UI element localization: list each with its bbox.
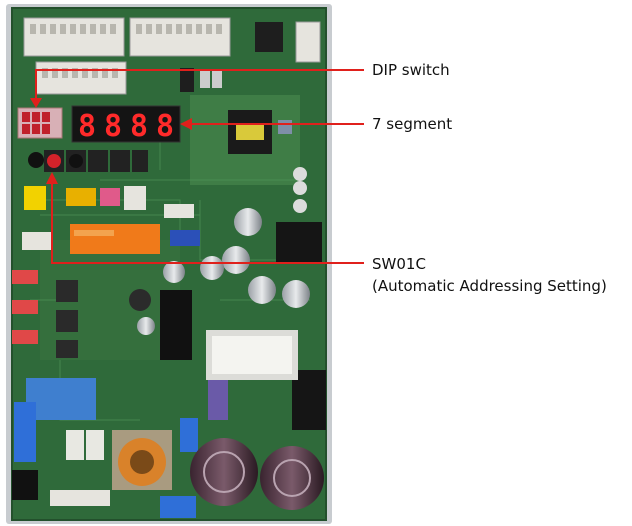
sw01c-callout-line	[51, 182, 364, 264]
segment-digit-4: 8	[156, 109, 174, 144]
mid-connector	[35, 61, 127, 95]
segment-digit-1: 8	[78, 109, 96, 144]
top-connector-1	[23, 17, 125, 57]
blue-relay	[26, 378, 96, 420]
dip-switch-label: DIP switch	[372, 61, 450, 79]
inductor	[112, 430, 172, 490]
pin-header	[255, 22, 283, 52]
top-connector-2	[129, 17, 231, 57]
large-capacitors	[190, 438, 324, 510]
segment-digit-2: 8	[104, 109, 122, 144]
push-buttons	[28, 150, 148, 172]
callout-lines	[30, 69, 364, 264]
segment-digit-3: 8	[130, 109, 148, 144]
dip-switch-callout-line	[35, 69, 364, 100]
sw01c-button	[47, 154, 61, 168]
seven-segment-display: 8 8 8 8	[71, 105, 181, 144]
sw01c-description: (Automatic Addressing Setting)	[372, 277, 607, 295]
sw01c-label: SW01C	[372, 255, 426, 273]
orange-relay	[70, 224, 160, 254]
seven-segment-label: 7 segment	[372, 115, 453, 133]
dip-switch	[17, 107, 63, 139]
